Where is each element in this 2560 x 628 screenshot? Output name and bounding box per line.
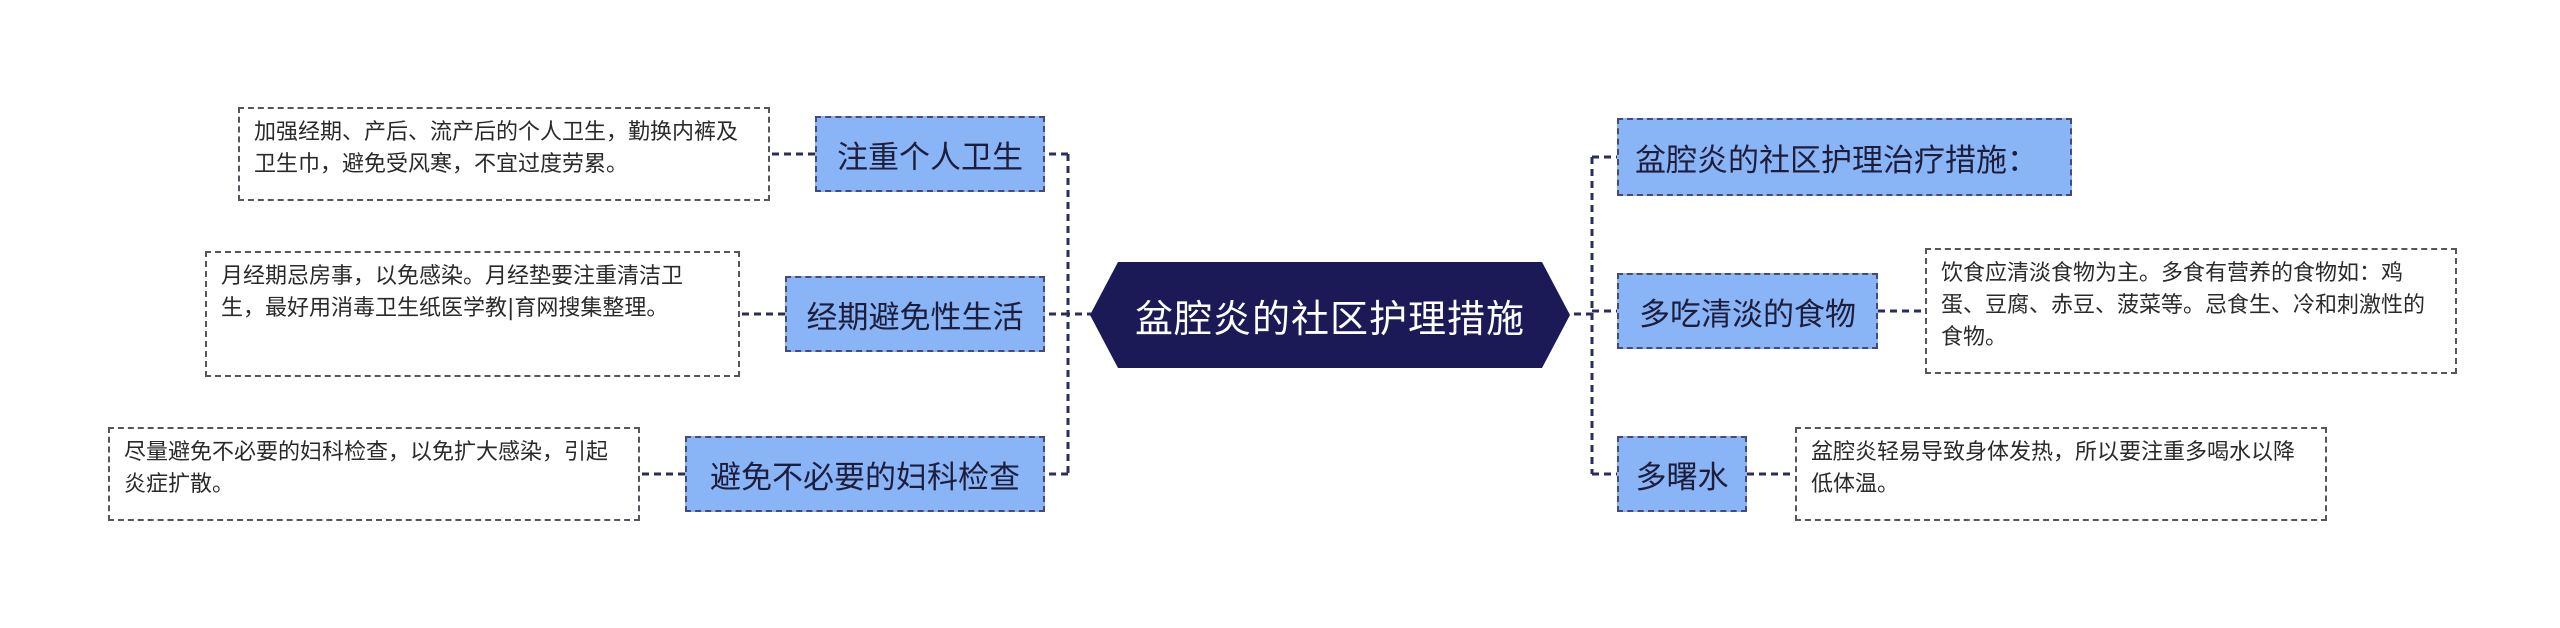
topic-label: 经期避免性生活 <box>806 299 1024 336</box>
topic-personal-hygiene[interactable]: 注重个人卫生 <box>815 116 1045 192</box>
topic-avoid-sex-during-period[interactable]: 经期避免性生活 <box>785 276 1045 352</box>
topic-label: 避免不必要的妇科检查 <box>710 459 1020 496</box>
detail-light-diet: 饮食应清淡食物为主。多食有营养的食物如：鸡蛋、豆腐、赤豆、菠菜等。忌食生、冷和刺… <box>1925 248 2457 374</box>
topic-avoid-unnecessary-exam[interactable]: 避免不必要的妇科检查 <box>685 436 1045 512</box>
central-topic-label: 盆腔炎的社区护理措施 <box>1134 296 1525 341</box>
topic-label: 多吃清淡的食物 <box>1639 296 1856 333</box>
topic-label: 多曙水 <box>1635 459 1729 496</box>
central-topic[interactable]: 盆腔炎的社区护理措施 <box>1090 262 1570 368</box>
topic-drink-water[interactable]: 多曙水 <box>1617 436 1747 512</box>
detail-drink-water: 盆腔炎轻易导致身体发热，所以要注重多喝水以降低体温。 <box>1795 427 2327 521</box>
detail-text: 饮食应清淡食物为主。多食有营养的食物如：鸡蛋、豆腐、赤豆、菠菜等。忌食生、冷和刺… <box>1941 261 2426 350</box>
detail-text: 盆腔炎轻易导致身体发热，所以要注重多喝水以降低体温。 <box>1811 440 2296 497</box>
detail-personal-hygiene: 加强经期、产后、流产后的个人卫生，勤换内裤及卫生巾，避免受风寒，不宜过度劳累。 <box>238 107 770 201</box>
topic-label: 注重个人卫生 <box>837 139 1023 176</box>
detail-text: 加强经期、产后、流产后的个人卫生，勤换内裤及卫生巾，避免受风寒，不宜过度劳累。 <box>254 120 739 177</box>
central-topic-shape <box>1090 262 1570 368</box>
topic-label: 盆腔炎的社区护理治疗措施： <box>1635 142 2038 179</box>
detail-avoid-sex-during-period: 月经期忌房事，以免感染。月经垫要注重清洁卫生，最好用消毒卫生纸医学教|育网搜集整… <box>205 251 740 377</box>
detail-text: 尽量避免不必要的妇科检查，以免扩大感染，引起炎症扩散。 <box>124 440 609 497</box>
detail-avoid-unnecessary-exam: 尽量避免不必要的妇科检查，以免扩大感染，引起炎症扩散。 <box>108 427 640 521</box>
detail-text: 月经期忌房事，以免感染。月经垫要注重清洁卫生，最好用消毒卫生纸医学教|育网搜集整… <box>221 264 684 321</box>
topic-light-diet[interactable]: 多吃清淡的食物 <box>1617 273 1878 349</box>
topic-community-care-measures[interactable]: 盆腔炎的社区护理治疗措施： <box>1617 118 2072 196</box>
